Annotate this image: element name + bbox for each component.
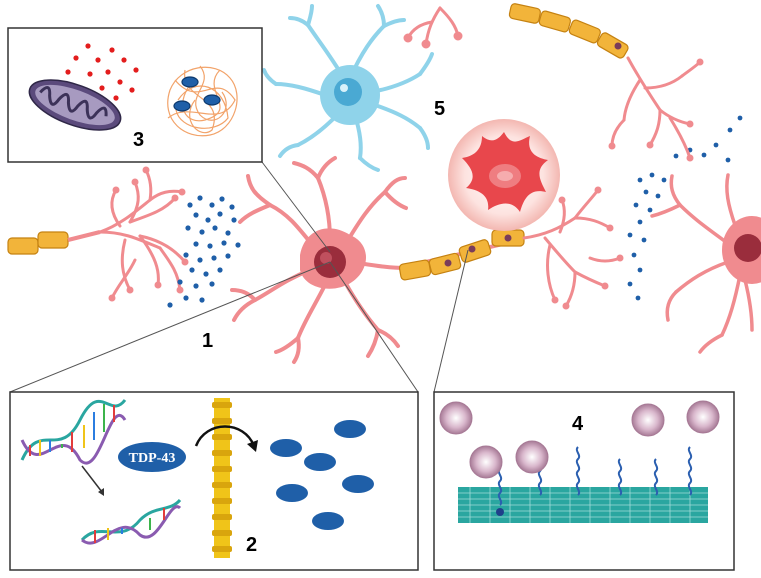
cell-membrane-icon [458,487,708,523]
axon-terminal-top-right [610,56,702,160]
label-4: 4 [572,413,584,435]
degenerating-neuron [448,119,560,231]
astrocyte [262,4,434,172]
connector-to-panel-4 [433,249,469,393]
terminal-bulbs-left [108,166,189,302]
motor-neuron-right [650,173,761,354]
terminal-bulbs-right [551,186,624,310]
terminal-bulbs-top-right [608,58,704,162]
myelin-sheath-center [398,229,525,281]
protein-aggregate-icon [167,65,238,137]
mrna-strand-icon [80,498,182,545]
transcription-arrow-icon [81,465,104,496]
motor-neuron-main [230,156,408,364]
label-1: 1 [202,330,213,352]
myelin-sheath-top-right [508,3,629,59]
label-2: 2 [246,534,257,556]
receptor-helices [497,446,693,506]
tdp43-label: TDP-43 [129,451,176,466]
panel-3-mitochondria-aggregates: 3 [7,27,331,253]
panel-2-tdp43: TDP-43 [9,391,419,571]
tdp43-badge: TDP-43 [118,442,186,472]
connector-to-panel-2-right [329,261,419,393]
label-3: 3 [133,129,144,151]
mitochondrion-icon [28,79,122,131]
neurotransmitter-dots-right [627,115,743,301]
dna-helix-icon [20,399,127,465]
label-5: 5 [434,98,445,120]
membrane-channel-icon [212,398,232,558]
virus-particle-icon [439,400,720,479]
neurotransmitter-dots-left [167,195,241,308]
dendrite-fragment-top [403,6,463,49]
translocation-arrow-icon [194,425,258,452]
myelin-sheath-left [7,230,101,255]
panel-4-membrane-viruses: 4 [433,391,735,571]
receptor-anchor [496,508,504,516]
tdp43-aggregates [270,420,374,530]
connector-to-panel-2 [9,261,331,393]
